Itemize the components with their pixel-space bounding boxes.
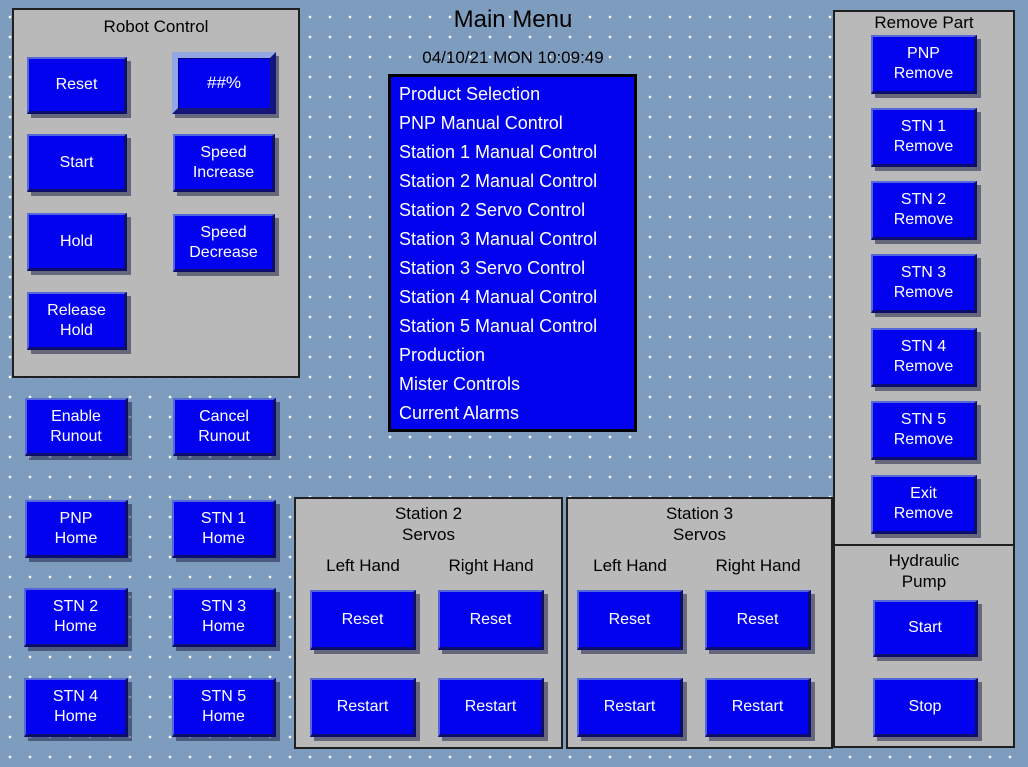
station2-left-reset-button[interactable]: Reset [310, 590, 416, 650]
station2-right-hand-label: Right Hand [448, 556, 534, 575]
menu-item-product-selection[interactable]: Product Selection [399, 84, 541, 104]
station3-left-reset-button[interactable]: Reset [577, 590, 683, 650]
menu-item-station2-manual-control[interactable]: Station 2 Manual Control [399, 171, 598, 191]
stn5-home-button[interactable]: STN 5 Home [172, 678, 276, 737]
stn4-remove-button[interactable]: STN 4 Remove [871, 328, 977, 387]
stn2-home-button[interactable]: STN 2 Home [24, 588, 128, 647]
robot-hold-button[interactable]: Hold [27, 213, 127, 271]
menu-item-pnp-manual-control[interactable]: PNP Manual Control [399, 113, 563, 133]
station2-left-restart-button[interactable]: Restart [310, 678, 416, 737]
station3-right-hand-label: Right Hand [715, 556, 801, 575]
station3-left-hand-label: Left Hand [593, 556, 667, 575]
hydraulic-start-button[interactable]: Start [873, 600, 978, 657]
datetime-display: 04/10/21 MON 10:09:49 [422, 48, 604, 67]
enable-runout-button[interactable]: Enable Runout [25, 398, 128, 456]
remove-part-title: Remove Part [874, 13, 974, 32]
hydraulic-pump-title: Hydraulic Pump [888, 551, 960, 591]
robot-start-button[interactable]: Start [27, 134, 127, 192]
cancel-runout-button[interactable]: Cancel Runout [173, 398, 276, 456]
speed-increase-button[interactable]: Speed Increase [173, 134, 275, 192]
stn5-remove-button[interactable]: STN 5 Remove [871, 401, 977, 460]
speed-percent-display[interactable]: ##% [172, 52, 276, 114]
main-menu-list[interactable]: Product Selection PNP Manual Control Sta… [388, 74, 637, 432]
menu-item-station4-manual-control[interactable]: Station 4 Manual Control [399, 287, 598, 307]
station3-right-restart-button[interactable]: Restart [705, 678, 811, 737]
robot-reset-button[interactable]: Reset [27, 57, 127, 114]
menu-item-station3-manual-control[interactable]: Station 3 Manual Control [399, 229, 598, 249]
pnp-home-button[interactable]: PNP Home [25, 500, 128, 558]
release-hold-button[interactable]: Release Hold [27, 292, 127, 350]
menu-item-production[interactable]: Production [399, 345, 486, 365]
menu-item-mister-controls[interactable]: Mister Controls [399, 374, 521, 394]
station2-servos-title: Station 2 Servos [394, 504, 463, 544]
station3-left-restart-button[interactable]: Restart [577, 678, 683, 737]
menu-item-station3-servo-control[interactable]: Station 3 Servo Control [399, 258, 586, 278]
station2-right-reset-button[interactable]: Reset [438, 590, 544, 650]
stn3-remove-button[interactable]: STN 3 Remove [871, 254, 977, 313]
station3-servos-title: Station 3 Servos [665, 504, 734, 544]
stn4-home-button[interactable]: STN 4 Home [24, 678, 128, 737]
robot-control-title: Robot Control [103, 17, 209, 36]
pnp-remove-button[interactable]: PNP Remove [871, 35, 977, 94]
station3-right-reset-button[interactable]: Reset [705, 590, 811, 650]
menu-item-current-alarms[interactable]: Current Alarms [399, 403, 520, 423]
station2-left-hand-label: Left Hand [326, 556, 400, 575]
stn3-home-button[interactable]: STN 3 Home [172, 588, 276, 647]
exit-remove-button[interactable]: Exit Remove [871, 475, 977, 534]
stn1-home-button[interactable]: STN 1 Home [172, 500, 276, 558]
menu-item-station5-manual-control[interactable]: Station 5 Manual Control [399, 316, 598, 336]
page-title: Main Menu [453, 6, 573, 33]
station2-right-restart-button[interactable]: Restart [438, 678, 544, 737]
stn2-remove-button[interactable]: STN 2 Remove [871, 181, 977, 240]
menu-item-station2-servo-control[interactable]: Station 2 Servo Control [399, 200, 586, 220]
stn1-remove-button[interactable]: STN 1 Remove [871, 108, 977, 167]
hydraulic-stop-button[interactable]: Stop [873, 678, 978, 737]
speed-decrease-button[interactable]: Speed Decrease [173, 214, 275, 272]
menu-item-station1-manual-control[interactable]: Station 1 Manual Control [399, 142, 598, 162]
